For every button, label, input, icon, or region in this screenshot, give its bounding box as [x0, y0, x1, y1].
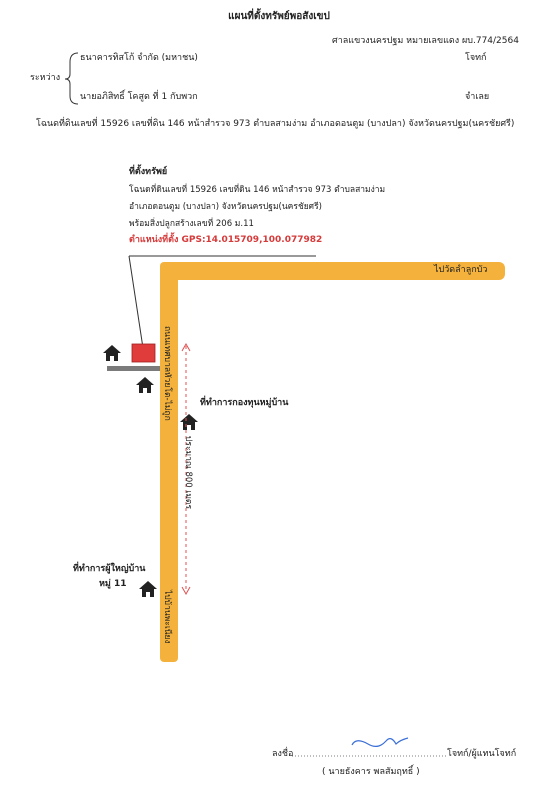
landmark-fund: ที่ทำการกองทุนหมู่บ้าน	[200, 398, 289, 408]
signature-label: ลงชื่อ	[272, 749, 294, 759]
road-vertical	[160, 262, 178, 662]
deed-line: โฉนดที่ดินเลขที่ 15926 เลขที่ดิน 146 หน้…	[36, 119, 515, 129]
distance-arrow-bottom	[181, 586, 191, 596]
distance-arrow-top	[181, 342, 191, 352]
court-case-number: ศาลแขวงนครปฐม หมายเลขแดง ผบ.774/2564	[332, 36, 519, 46]
plaintiff-name: ธนาคารทิสโก้ จำกัด (มหาชน)	[80, 53, 198, 63]
house-icon	[103, 345, 121, 361]
property-plot	[131, 343, 156, 363]
pointer-line	[128, 255, 144, 349]
property-line-3: พร้อมสิ่งปลูกสร้างเลขที่ 206 ม.11	[129, 219, 254, 229]
house-icon	[139, 581, 157, 597]
between-label: ระหว่าง	[30, 73, 61, 83]
defendant-role: จำเลย	[465, 92, 490, 102]
page-title: แผนที่ตั้งทรัพย์พอสังเขป	[228, 11, 330, 22]
property-line-1: โฉนดที่ดินเลขที่ 15926 เลขที่ดิน 146 หน้…	[129, 185, 386, 195]
road-bottom-label: ไปบ้านพะเนียง	[162, 590, 172, 644]
house-icon	[136, 377, 154, 393]
signatory-name: ( นายธังคาร พลสัมฤทธิ์ )	[322, 767, 420, 777]
road-vertical-label: ถนนเทศบาลหัวยโต-ไม่ถูก	[162, 326, 172, 421]
distance-label: ประมาณ 800 เมตร	[183, 436, 193, 510]
plaintiff-role: โจทก์	[465, 53, 487, 63]
road-top-label: ไปวัดลำลูกบัว	[434, 265, 488, 275]
landmark-headman-line-1: ที่ทำการผู้ใหญ่บ้าน	[73, 564, 146, 574]
landmark-headman-line-2: หมู่ 11	[99, 579, 127, 589]
property-heading: ที่ตั้งทรัพย์	[129, 167, 168, 177]
defendant-name: นายอภิสิทธิ์ โคสูด ที่ 1 กับพวก	[80, 92, 198, 102]
side-lane	[107, 366, 160, 371]
property-gps: ตำแหน่งที่ตั้ง GPS:14.015709,100.077982	[129, 235, 323, 245]
house-icon	[180, 414, 198, 430]
signature-role: โจทก์/ผู้แทนโจทก์	[447, 749, 517, 759]
property-line-2: อำเภอดอนตูม (บางปลา) จังหวัดนครปฐม(นครชั…	[129, 202, 322, 212]
road-horizontal	[160, 262, 505, 280]
